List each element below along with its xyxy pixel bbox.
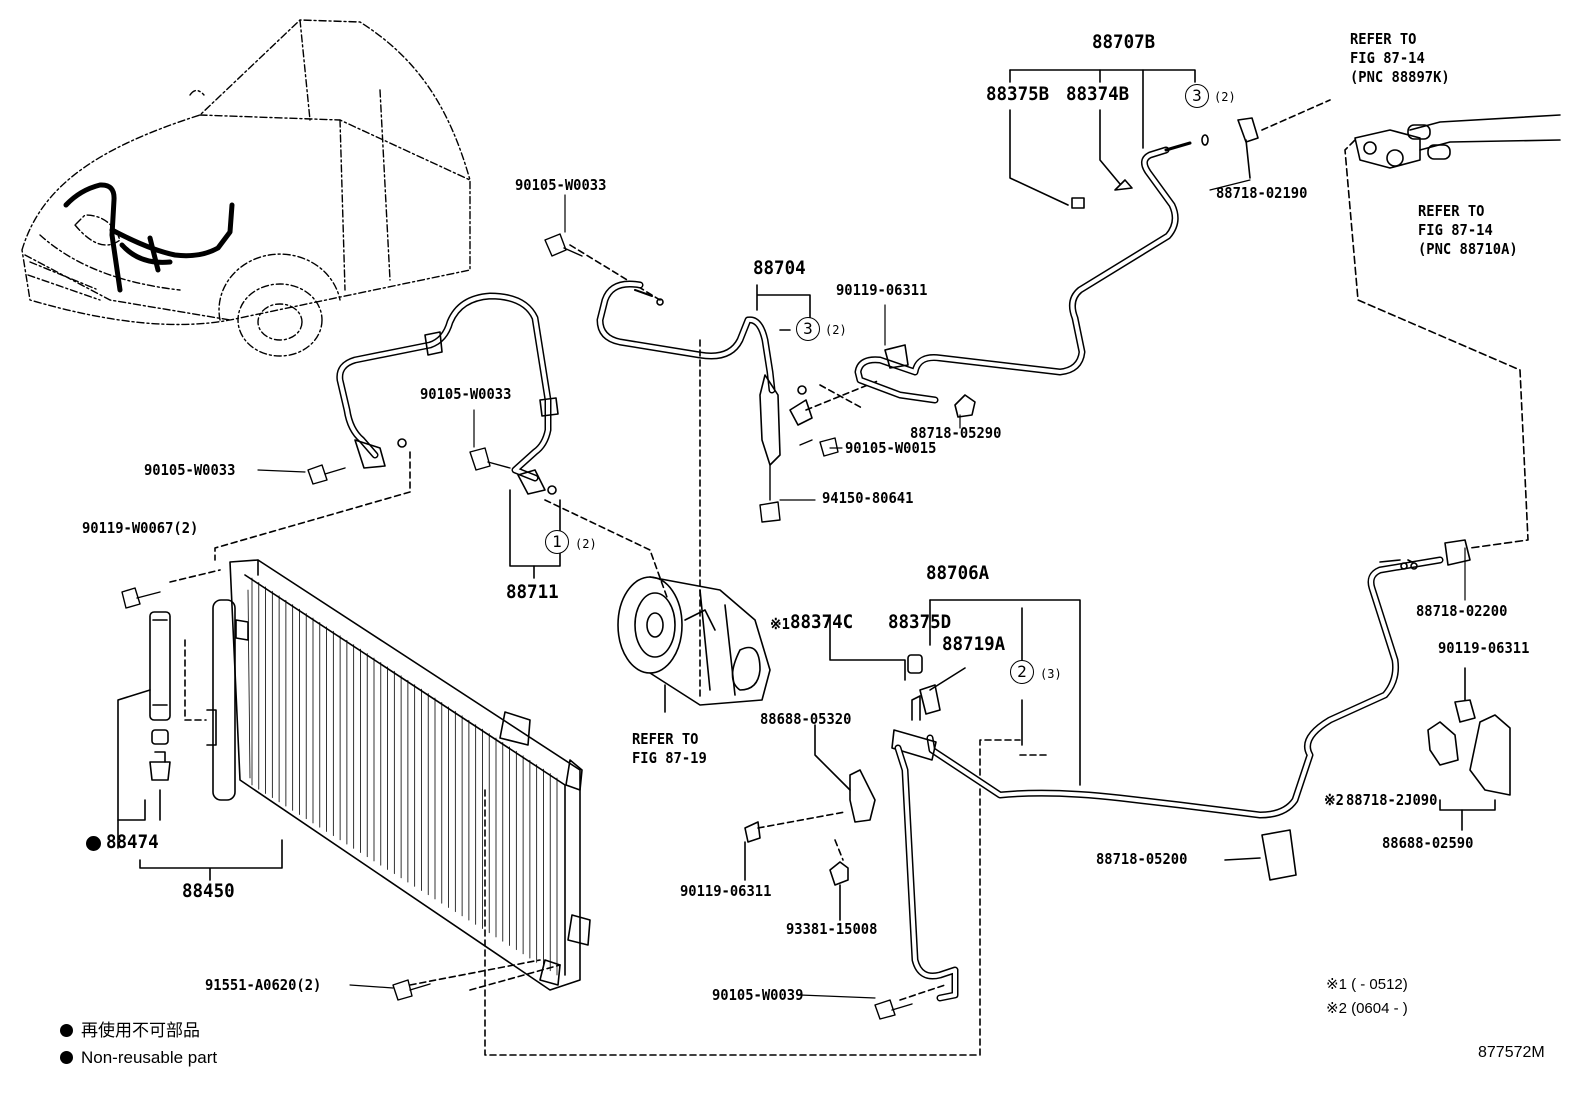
part-label-91551-A0620[interactable]: 91551-A0620(2) <box>205 976 322 994</box>
part-label-88718-02190[interactable]: 88718-02190 <box>1216 184 1308 202</box>
part-label-88474[interactable]: 88474 <box>106 831 159 853</box>
callout-3-mid: 3 <box>796 317 820 341</box>
car-harness <box>63 182 235 293</box>
callout-3-top: 3 <box>1185 84 1209 108</box>
callout-3-top-qty: (2) <box>1214 90 1236 104</box>
callout-3-mid-qty: (2) <box>825 323 847 337</box>
mark-2: ※2 <box>1324 791 1344 809</box>
condenser <box>139 559 1021 1056</box>
callout-1: 1 <box>545 530 569 554</box>
part-label-90105-W0015[interactable]: 90105-W0015 <box>845 439 937 457</box>
part-label-88718-05290[interactable]: 88718-05290 <box>910 424 1002 442</box>
part-label-90119-06311-bottom[interactable]: 90119-06311 <box>680 882 772 900</box>
bracket-parts <box>1427 667 1511 831</box>
part-label-88375D[interactable]: 88375D <box>888 611 952 633</box>
part-label-88718-02200[interactable]: 88718-02200 <box>1416 602 1508 620</box>
condenser-fins <box>251 577 558 976</box>
part-label-90105-W0033-top[interactable]: 90105-W0033 <box>515 176 607 194</box>
bullet-dot-icon <box>60 1051 73 1064</box>
legend-jp-text: 再使用不可部品 <box>81 1021 200 1040</box>
part-label-90105-W0039[interactable]: 90105-W0039 <box>712 986 804 1004</box>
part-label-88688-05320[interactable]: 88688-05320 <box>760 710 852 728</box>
bullet-dot-icon <box>60 1024 73 1037</box>
hose-88706A <box>744 539 1471 1002</box>
part-label-88711[interactable]: 88711 <box>506 581 559 603</box>
leader-lines <box>257 179 1466 999</box>
part-label-93381-15008[interactable]: 93381-15008 <box>786 920 878 938</box>
legend-en-text: Non-reusable part <box>81 1048 218 1067</box>
callout-2-qty: (3) <box>1040 667 1062 681</box>
part-label-88706A[interactable]: 88706A <box>926 562 990 584</box>
legend-en: Non-reusable part <box>60 1048 217 1068</box>
hose-condenser <box>214 292 701 701</box>
hose-88704 <box>569 244 881 466</box>
part-label-90119-06311-top[interactable]: 90119-06311 <box>836 281 928 299</box>
callout-1-qty: (2) <box>575 537 597 551</box>
car-illustration <box>21 19 471 357</box>
refer-fig-87-14-88897K[interactable]: REFER TO FIG 87-14 (PNC 88897K) <box>1350 30 1450 86</box>
part-label-88718-05200[interactable]: 88718-05200 <box>1096 850 1188 868</box>
callout-2: 2 <box>1010 660 1034 684</box>
part-label-90105-W0033-left[interactable]: 90105-W0033 <box>144 461 236 479</box>
hose-88707B <box>854 69 1561 549</box>
part-label-88374C[interactable]: 88374C <box>790 611 854 633</box>
figure-number: 877572M <box>1478 1044 1545 1061</box>
compressor <box>617 576 771 713</box>
part-label-90119-W0067[interactable]: 90119-W0067(2) <box>82 519 199 537</box>
part-label-88450[interactable]: 88450 <box>182 880 235 902</box>
part-label-94150-80641[interactable]: 94150-80641 <box>822 489 914 507</box>
footnote-1: ※1 ( - 0512) <box>1326 976 1408 993</box>
bolts <box>121 233 913 1020</box>
part-label-88375B[interactable]: 88375B <box>986 83 1050 105</box>
part-label-88707B[interactable]: 88707B <box>1092 31 1156 53</box>
part-label-88688-02590[interactable]: 88688-02590 <box>1382 834 1474 852</box>
mark-1: ※1 <box>770 615 790 633</box>
part-label-88719A[interactable]: 88719A <box>942 633 1006 655</box>
part-label-88704[interactable]: 88704 <box>753 257 806 279</box>
part-label-90105-W0033-mid[interactable]: 90105-W0033 <box>420 385 512 403</box>
refer-fig-87-14-88710A[interactable]: REFER TO FIG 87-14 (PNC 88710A) <box>1418 202 1518 258</box>
non-reusable-dot-icon <box>86 836 101 851</box>
refer-fig-87-19[interactable]: REFER TO FIG 87-19 <box>632 730 707 767</box>
part-label-90119-06311-right[interactable]: 90119-06311 <box>1438 639 1530 657</box>
part-label-88718-2J090[interactable]: 88718-2J090 <box>1346 791 1438 809</box>
footnote-2: ※2 (0604 - ) <box>1326 1000 1408 1017</box>
part-label-88374B[interactable]: 88374B <box>1066 83 1130 105</box>
legend-jp: 再使用不可部品 <box>60 1021 200 1041</box>
receiver-parts <box>117 569 221 849</box>
